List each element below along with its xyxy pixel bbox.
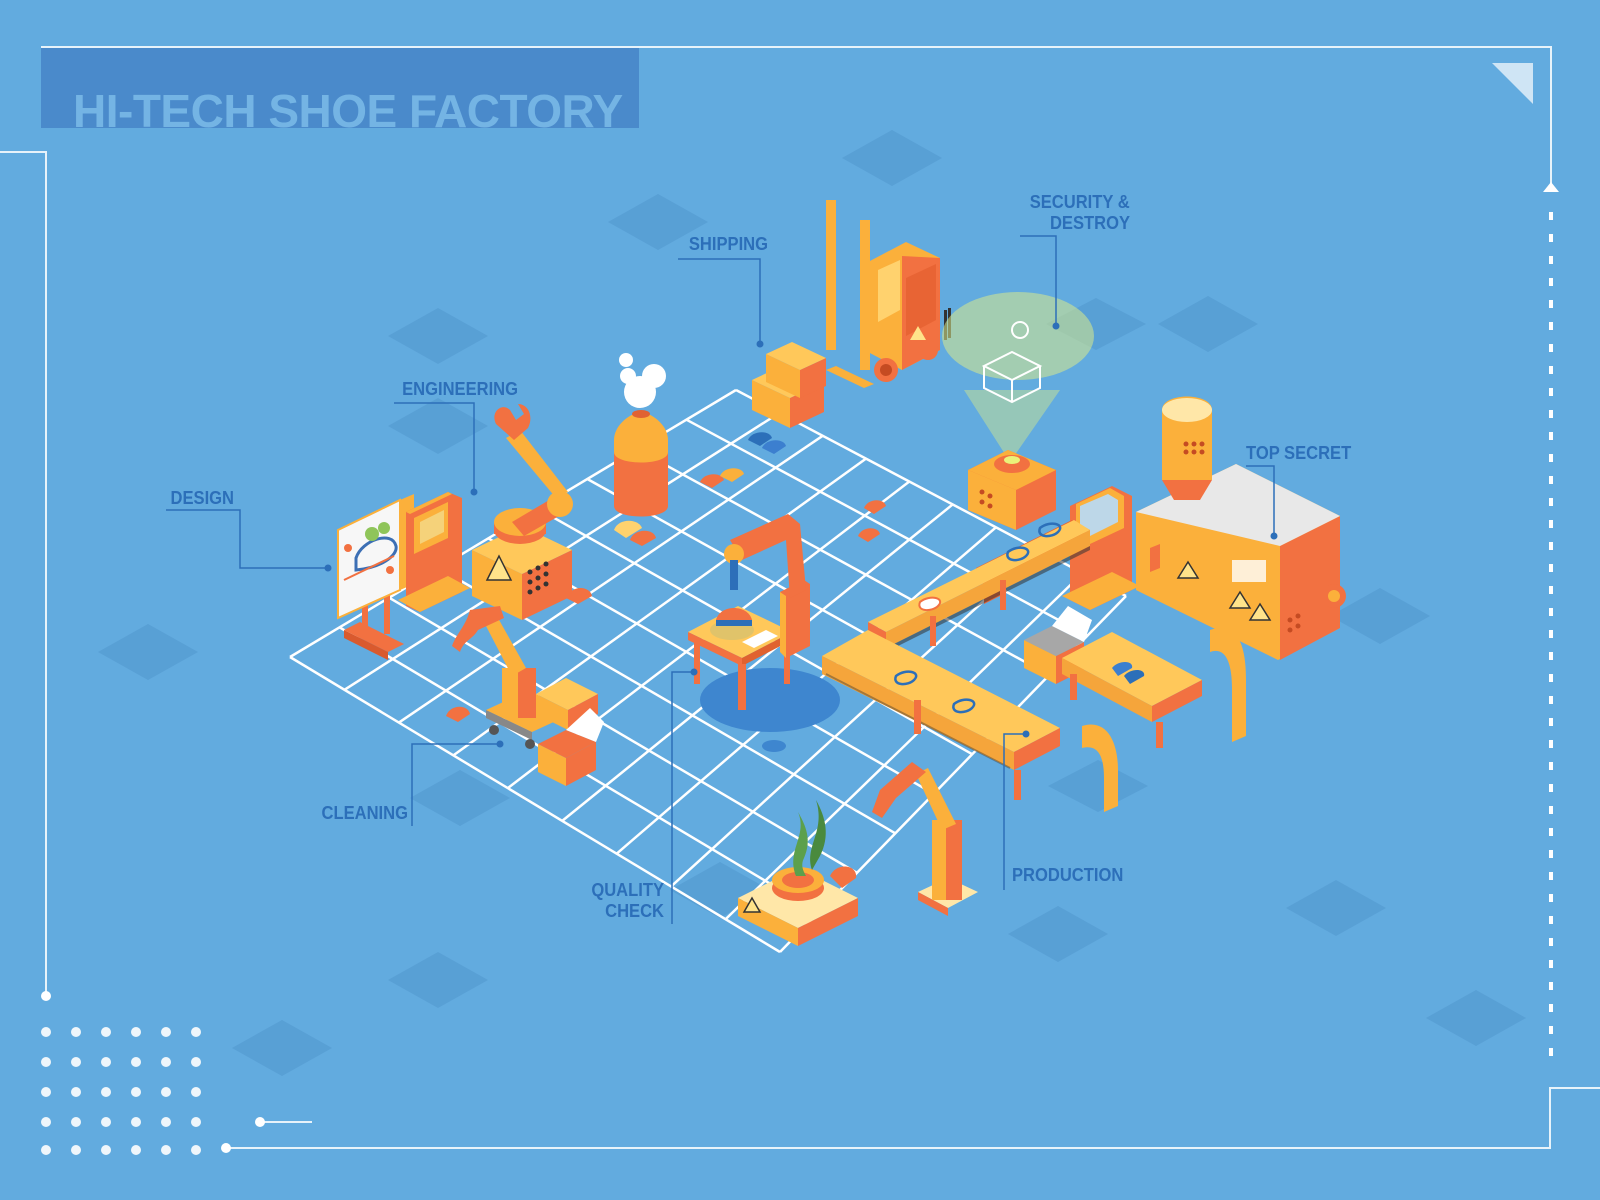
- security-scanner: [942, 292, 1094, 530]
- frame: [0, 46, 1600, 1149]
- cleaning-boxes: [536, 678, 604, 786]
- label-quality-line1: QUALITY: [591, 880, 664, 900]
- grid-line: [398, 434, 824, 724]
- label-production: PRODUCTION: [1012, 865, 1124, 885]
- pipe-arches: [1082, 628, 1246, 812]
- shadow: [700, 668, 840, 732]
- grid-line: [670, 549, 1041, 888]
- grid-line: [636, 448, 1050, 677]
- label-design: DESIGN: [170, 488, 234, 508]
- label-quality-line2: CHECK: [605, 901, 664, 921]
- grid-line: [388, 596, 858, 874]
- label-cleaning: CLEANING: [321, 803, 408, 823]
- quality-table: [688, 606, 792, 710]
- production-kiosk: [1062, 486, 1140, 610]
- background-diamonds: [98, 130, 1526, 1076]
- shipping-boxes: [752, 342, 826, 428]
- conveyor-upper: [868, 520, 1090, 652]
- label-engineering: ENGINEERING: [402, 379, 518, 399]
- corner-triangle-icon: [1492, 63, 1533, 104]
- grid-line: [561, 503, 954, 822]
- forklift: [826, 200, 951, 388]
- label-shipping: SHIPPING: [688, 234, 768, 254]
- grid-line: [685, 418, 1089, 637]
- dot-matrix: [41, 1027, 201, 1155]
- conveyor-lower: [822, 630, 1060, 800]
- chimney-tank: [614, 353, 668, 517]
- label-security-line1: SECURITY &: [1030, 192, 1130, 212]
- cleaning-robot: [452, 606, 558, 749]
- shadow: [762, 740, 786, 752]
- gantry-robot: [724, 514, 810, 658]
- top-secret-machine: [1136, 396, 1346, 660]
- frame-dots: [41, 182, 1559, 1153]
- page-title: HI-TECH SHOE FACTORY: [73, 85, 623, 128]
- title-banner: HI-TECH SHOE FACTORY: [41, 48, 639, 128]
- steam-furnace: [738, 800, 858, 946]
- shoes: [446, 432, 886, 722]
- grid-line: [289, 655, 781, 954]
- label-security-line2: DESTROY: [1049, 213, 1130, 233]
- production-robot: [872, 762, 978, 916]
- conveyor-right: [1062, 632, 1202, 748]
- engineering-robot: [472, 404, 573, 620]
- design-station: [337, 494, 414, 660]
- leader-lines: [166, 235, 1275, 924]
- leader-dots: [324, 322, 1278, 748]
- design-kiosk: [398, 492, 470, 612]
- grid-line: [724, 572, 1084, 921]
- label-top-secret: TOP SECRET: [1246, 443, 1352, 463]
